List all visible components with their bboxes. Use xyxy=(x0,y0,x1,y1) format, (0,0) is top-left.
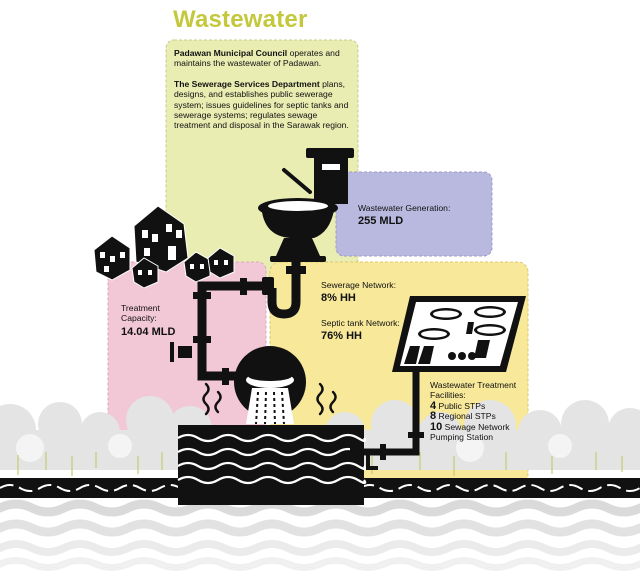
department-paragraph: The Sewerage Services Department plans, … xyxy=(174,79,352,131)
pipe-joints xyxy=(193,266,424,462)
generation-panel xyxy=(335,171,493,257)
generation-stat: Wastewater Generation: 255 MLD xyxy=(358,203,488,228)
valve-icon xyxy=(170,342,378,470)
facility-text: Sewage Network Pumping Station xyxy=(430,421,510,443)
treatment-plant-icon xyxy=(392,296,526,384)
septic-network-label: Septic tank Network: xyxy=(321,318,400,328)
house-left xyxy=(93,235,131,281)
department-name: The Sewerage Services Department xyxy=(174,78,320,89)
generation-value: 255 MLD xyxy=(358,215,404,228)
council-description: operates and maintains the wastewater of… xyxy=(174,48,340,69)
sewerage-network-stat: Sewerage Network: 8% HH xyxy=(321,280,421,305)
treatment-capacity-value: 14.04 MLD xyxy=(121,325,176,338)
facilities-stat: Wastewater Treatment Facilities: 4 Publi… xyxy=(430,380,534,442)
sewerage-network-value: 8% HH xyxy=(321,292,356,305)
septic-network-stat: Septic tank Network: 76% HH xyxy=(321,318,421,343)
page-title: Wastewater xyxy=(173,6,308,33)
facilities-label: Wastewater Treatment Facilities: xyxy=(430,380,517,401)
houses-icon xyxy=(93,205,235,289)
authority-text: Padawan Municipal Council operates and m… xyxy=(174,48,352,131)
council-paragraph: Padawan Municipal Council operates and m… xyxy=(174,48,352,69)
house-small-3 xyxy=(207,247,235,279)
facility-item-regional-stps: 8 Regional STPs xyxy=(430,410,534,423)
septic-network-value: 76% HH xyxy=(321,330,362,343)
facility-item-public-stps: 4 Public STPs xyxy=(430,399,534,412)
treatment-capacity-label: Treatment Capacity: xyxy=(121,303,160,324)
department-description: plans, designs, and establishes public s… xyxy=(174,78,349,131)
toilet-icon xyxy=(258,148,354,262)
facility-count: 10 xyxy=(430,420,443,433)
facility-text: Public STPs xyxy=(438,400,486,411)
facility-count: 8 xyxy=(430,410,437,423)
lower-water xyxy=(0,499,640,571)
facility-item-pumping-stations: 10 Sewage Network Pumping Station xyxy=(430,420,534,443)
drips xyxy=(17,452,623,476)
house-small-1 xyxy=(131,257,159,289)
council-name: Padawan Municipal Council xyxy=(174,48,288,58)
facility-count: 4 xyxy=(430,399,437,412)
treatment-capacity-stat: Treatment Capacity: 14.04 MLD xyxy=(121,303,191,339)
outflow-pipe-icon xyxy=(234,346,306,425)
sewerage-network-label: Sewerage Network: xyxy=(321,280,396,290)
house-small-2 xyxy=(183,251,211,283)
generation-label: Wastewater Generation: xyxy=(358,203,451,213)
house-large xyxy=(133,205,189,273)
sewage-tank xyxy=(177,425,367,505)
facility-text: Regional STPs xyxy=(438,411,496,422)
odor-lines xyxy=(202,382,337,416)
